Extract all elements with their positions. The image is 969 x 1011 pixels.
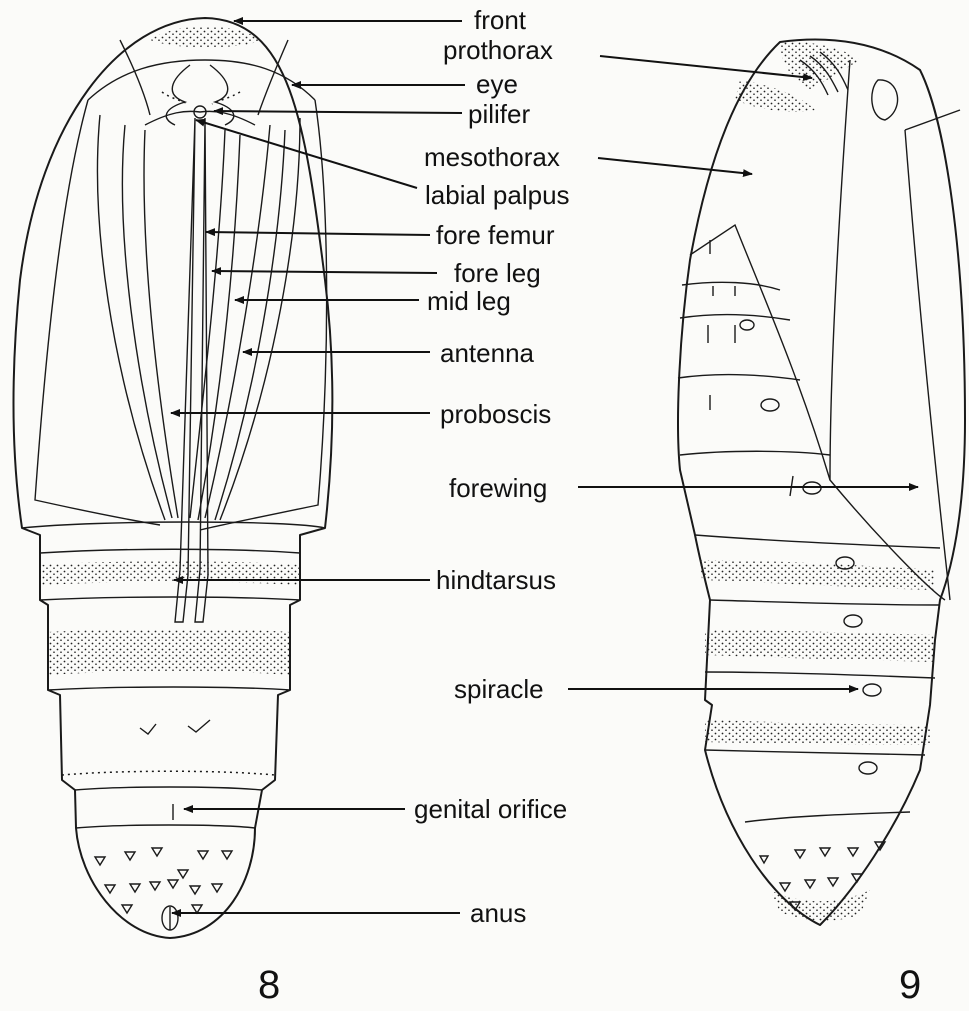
- figure-number-9: 9: [899, 963, 921, 1007]
- label-mesothorax: mesothorax: [424, 142, 560, 172]
- label-forewing: forewing: [449, 473, 547, 503]
- label-fore-femur: fore femur: [436, 220, 555, 250]
- leader-labial-palpus: [196, 120, 417, 188]
- label-mid-leg: mid leg: [427, 286, 511, 316]
- leader-mesothorax: [598, 158, 752, 174]
- label-prothorax: prothorax: [443, 35, 553, 65]
- label-labial-palpus: labial palpus: [425, 180, 570, 210]
- label-spiracle: spiracle: [454, 674, 544, 704]
- leader-prothorax: [600, 56, 812, 78]
- label-fore-leg: fore leg: [454, 258, 541, 288]
- leader-fore-leg: [212, 271, 437, 273]
- pupa-ventral-view: [13, 18, 332, 938]
- label-genital-orifice: genital orifice: [414, 794, 567, 824]
- figure-number-8: 8: [258, 963, 280, 1007]
- label-pilifer: pilifer: [468, 99, 530, 129]
- label-proboscis: proboscis: [440, 399, 551, 429]
- label-hindtarsus: hindtarsus: [436, 565, 556, 595]
- label-antenna: antenna: [440, 338, 534, 368]
- pupa-lateral-view: [678, 39, 965, 925]
- label-front: front: [474, 5, 526, 35]
- label-anus: anus: [470, 898, 526, 928]
- leader-pilifer: [214, 111, 462, 113]
- label-eye: eye: [476, 69, 518, 99]
